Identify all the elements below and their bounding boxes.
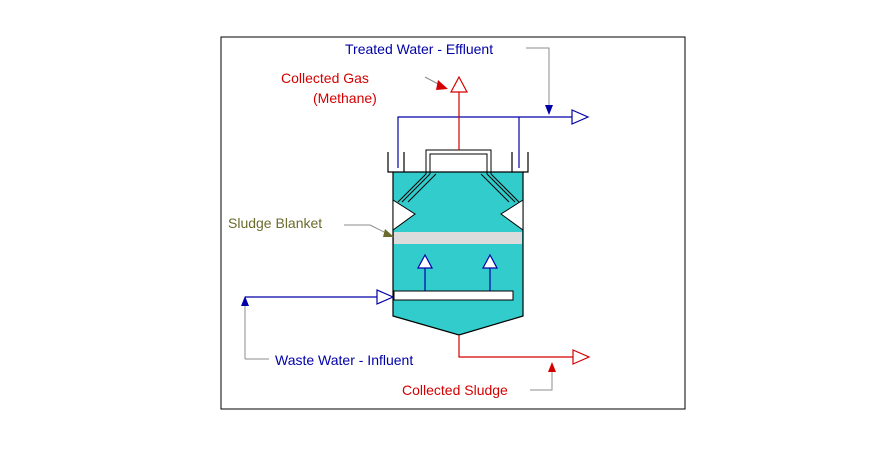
- effluent-leader-arrowhead: [545, 105, 553, 115]
- label-waste-water: Waste Water - Influent: [275, 352, 413, 368]
- sludge-pipe: [458, 335, 573, 358]
- influent-distribution-pipe: [393, 290, 514, 301]
- sludge-leader-arrowhead: [548, 362, 556, 372]
- gas-outlet-arrow: [450, 75, 468, 93]
- label-collected-sludge: Collected Sludge: [402, 382, 508, 398]
- gas-collection-hood: [397, 149, 520, 203]
- left-baffle-triangle: [392, 199, 416, 231]
- upflow-arrows: [416, 253, 499, 291]
- influent-inlet-arrow: [376, 289, 395, 305]
- effluent-weirs: [387, 152, 529, 173]
- label-treated-water: Treated Water - Effluent: [345, 41, 493, 57]
- effluent-outlet-arrow: [571, 109, 590, 125]
- label-collected-gas: Collected Gas: [281, 70, 369, 86]
- gas-leader-arrowhead: [436, 80, 448, 90]
- label-methane: (Methane): [313, 90, 377, 106]
- influent-leader-arrowhead: [241, 296, 249, 306]
- blanket-leader-arrowhead: [383, 229, 394, 237]
- effluent-pipe: [397, 116, 572, 168]
- sludge-blanket-band: [394, 232, 522, 244]
- sludge-outlet-arrow: [572, 349, 591, 365]
- label-sludge-blanket: Sludge Blanket: [228, 215, 322, 231]
- right-baffle-triangle: [500, 199, 524, 231]
